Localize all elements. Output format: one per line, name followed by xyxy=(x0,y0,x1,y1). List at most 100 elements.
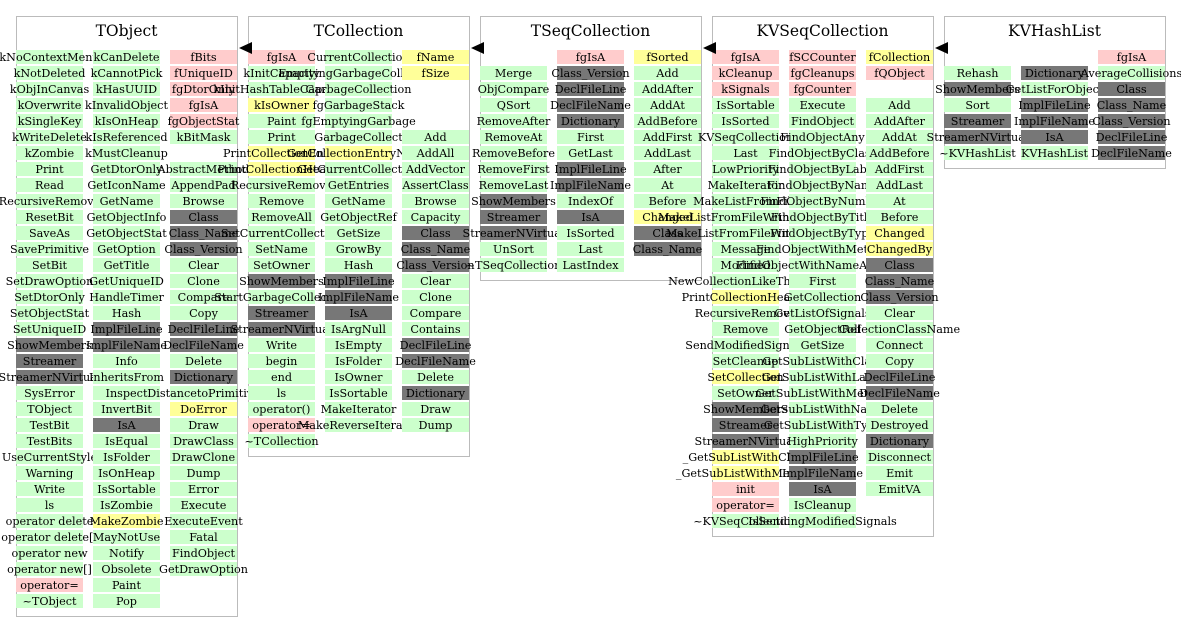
member-getobjectinfo: GetObjectInfo xyxy=(87,210,167,224)
member-last: Last xyxy=(712,146,779,160)
member-cell-bg xyxy=(557,242,624,256)
member-streamernvirtual: StreamerNVirtual xyxy=(927,130,1029,144)
member-testbits: TestBits xyxy=(16,434,83,448)
member-label: RemoveLast xyxy=(479,179,549,192)
member-cell-bg xyxy=(325,210,392,224)
member-label: Browse xyxy=(414,195,457,208)
member-getobjectstat: GetObjectStat xyxy=(86,226,167,240)
member-cell-bg xyxy=(93,82,160,96)
member-cell-bg xyxy=(170,466,237,480)
inheritance-arrow xyxy=(471,42,484,54)
member-label: SetOwner xyxy=(253,259,310,272)
member-cell-bg xyxy=(944,98,1011,112)
member-cell-bg xyxy=(16,578,83,592)
member-label: Class_Version xyxy=(164,243,242,256)
member-cell-bg xyxy=(402,226,469,240)
member-inspect: Inspect xyxy=(93,386,160,400)
member-cell-bg xyxy=(325,226,392,240)
member-cell-bg xyxy=(712,386,779,400)
member-cell-bg xyxy=(170,178,237,192)
member-showmembers: ShowMembers xyxy=(7,338,92,352)
member-cell-bg xyxy=(325,242,392,256)
member-cell-bg xyxy=(16,482,83,496)
member-unsort: UnSort xyxy=(480,242,547,256)
member-cell-bg xyxy=(248,162,315,176)
member-cell-bg xyxy=(325,114,392,128)
member-implfileline: ImplFileLine xyxy=(554,162,627,176)
member-label: DistancetoPrimitive xyxy=(147,387,260,400)
member-ksinglekey: kSingleKey xyxy=(16,114,83,128)
member-tobject: ~TObject xyxy=(16,594,83,608)
member-label: kMustCleanup xyxy=(85,147,168,160)
member-cell-bg xyxy=(634,226,701,240)
member-label: kWriteDelete xyxy=(12,131,87,144)
member-label: DrawClass xyxy=(173,435,234,448)
member-getuniqueid: GetUniqueID xyxy=(89,274,164,288)
member-cell-bg xyxy=(16,386,83,400)
member-copy: Copy xyxy=(866,354,933,368)
member-cell-bg xyxy=(170,562,237,576)
member-contains: Contains xyxy=(402,322,469,336)
member-label: Inspect xyxy=(106,387,148,400)
member-label: First xyxy=(577,131,604,144)
member-label: Fatal xyxy=(189,531,218,544)
member-cell-bg xyxy=(866,386,933,400)
member-getdtoronly: GetDtorOnly xyxy=(91,162,163,176)
member-label: SaveAs xyxy=(29,227,70,240)
member-label: fgIsA xyxy=(1117,51,1147,64)
member-cell-bg xyxy=(789,514,856,528)
member-label: kIsOwner xyxy=(254,99,310,112)
member-label: StreamerNVirtual xyxy=(231,323,333,336)
member-cell-bg xyxy=(402,50,469,64)
member-cell-bg xyxy=(325,178,392,192)
member-class-version: Class_Version xyxy=(860,290,939,304)
member-label: fBits xyxy=(190,51,216,64)
member-cell-bg xyxy=(402,402,469,416)
member-cell-bg xyxy=(16,546,83,560)
member-compare: Compare xyxy=(402,306,469,320)
member-emit: Emit xyxy=(866,466,933,480)
member-clone: Clone xyxy=(402,290,469,304)
member-newcollectionlikethisone: NewCollectionLikeThisOne xyxy=(668,274,823,288)
member-cell-bg xyxy=(248,354,315,368)
member-label: Last xyxy=(733,147,758,160)
member-streamernvirtual: StreamerNVirtual xyxy=(463,226,565,240)
member-label: SetUniqueID xyxy=(13,323,86,336)
member-findobjectbyclass: FindObjectByClass xyxy=(769,146,877,160)
member-cell-bg xyxy=(93,258,160,272)
member-label: IsA xyxy=(581,211,600,224)
member-label: fSize xyxy=(422,67,450,80)
member-setcollection: SetCollection xyxy=(707,370,784,384)
member-kinitcapacity: kInitCapacity xyxy=(243,66,320,80)
member-cell-bg xyxy=(248,194,315,208)
member-cell-bg xyxy=(1098,114,1165,128)
member-class: Class xyxy=(170,210,237,224)
member-cell-bg xyxy=(634,178,701,192)
member-label: Pop xyxy=(116,595,137,608)
member-class-name: Class_Name xyxy=(633,242,703,256)
member-execute: Execute xyxy=(170,498,237,512)
member-before: Before xyxy=(866,210,933,224)
member-cell-bg xyxy=(16,562,83,576)
member-label: Write xyxy=(34,483,65,496)
member-operator: operator= xyxy=(248,418,315,432)
member-label: GetListOfSignals xyxy=(774,307,870,320)
member-label: kInvalidObject xyxy=(85,99,168,112)
member-testbit: TestBit xyxy=(16,418,83,432)
member-label: GetUniqueID xyxy=(89,275,164,288)
member-setowner: SetOwner xyxy=(248,258,315,272)
member-getlast: GetLast xyxy=(557,146,624,160)
member-label: Print xyxy=(35,163,64,176)
member-kvseqcollection: KVSeqCollection xyxy=(698,130,793,144)
member-showmembers: ShowMembers xyxy=(703,402,788,416)
member-cell-bg xyxy=(16,338,83,352)
member-connect: Connect xyxy=(866,338,933,352)
member-cell-bg xyxy=(789,178,856,192)
member-cell-bg xyxy=(93,162,160,176)
member-label: Dictionary xyxy=(870,435,930,448)
member-label: fCollection xyxy=(869,51,931,64)
member-cell-bg xyxy=(248,178,315,192)
member-cell-bg xyxy=(866,450,933,464)
member-label: ls xyxy=(277,387,287,400)
member-findobjectany: FindObjectAny xyxy=(780,130,865,144)
